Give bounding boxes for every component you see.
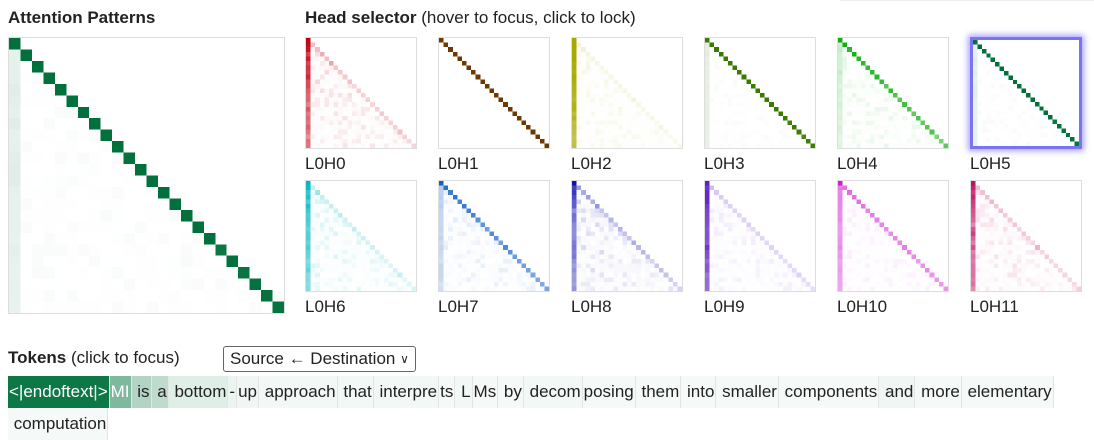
token[interactable]: smaller bbox=[716, 376, 779, 408]
head-thumbnail-l0h5[interactable] bbox=[970, 37, 1082, 149]
token[interactable]: that bbox=[337, 376, 374, 408]
head-thumbnail-l0h9[interactable] bbox=[704, 180, 816, 292]
head-label: L0H0 bbox=[305, 154, 346, 173]
token[interactable]: interpre bbox=[373, 376, 440, 408]
direction-select[interactable]: Source ← Destination ∨ bbox=[223, 346, 416, 372]
token-list: <|endoftext|>MI is a bottom-up approach … bbox=[8, 376, 1094, 440]
chevron-down-icon: ∨ bbox=[400, 352, 409, 366]
head-label: L0H4 bbox=[837, 154, 878, 173]
head-thumbnail-l0h8[interactable] bbox=[571, 180, 683, 292]
token[interactable]: up bbox=[237, 376, 260, 408]
token[interactable]: MI bbox=[109, 376, 132, 408]
token[interactable]: decom bbox=[523, 376, 583, 408]
head-label: L0H6 bbox=[305, 297, 346, 316]
head-thumbnail-l0h11[interactable] bbox=[970, 180, 1082, 292]
token[interactable]: by bbox=[498, 376, 524, 408]
token[interactable]: Ms bbox=[472, 376, 499, 408]
token[interactable]: elementary bbox=[961, 376, 1054, 408]
head-selector-title: Head selector (hover to focus, click to … bbox=[305, 8, 636, 27]
token[interactable]: a bbox=[151, 376, 169, 408]
main-title: Attention Patterns bbox=[8, 8, 156, 27]
head-thumbnail-l0h1[interactable] bbox=[438, 37, 550, 149]
attention-pattern-main[interactable] bbox=[8, 37, 285, 314]
head-label: L0H10 bbox=[837, 297, 888, 316]
token[interactable]: - bbox=[228, 376, 238, 408]
token[interactable]: L bbox=[455, 376, 473, 408]
head-thumbnail-l0h2[interactable] bbox=[571, 37, 683, 149]
head-thumbnail-l0h7[interactable] bbox=[438, 180, 550, 292]
token[interactable]: components bbox=[778, 376, 880, 408]
token[interactable]: approach bbox=[259, 376, 338, 408]
head-label: L0H3 bbox=[704, 154, 745, 173]
head-label: L0H5 bbox=[970, 154, 1011, 173]
head-label: L0H11 bbox=[970, 297, 1019, 316]
token[interactable]: bottom bbox=[168, 376, 229, 408]
token[interactable]: posing bbox=[582, 376, 636, 408]
token[interactable]: computation bbox=[8, 408, 109, 440]
head-thumbnail-l0h6[interactable] bbox=[305, 180, 417, 292]
head-label: L0H8 bbox=[571, 297, 612, 316]
head-thumbnail-l0h4[interactable] bbox=[837, 37, 949, 149]
head-thumbnail-l0h3[interactable] bbox=[704, 37, 816, 149]
head-thumbnail-l0h10[interactable] bbox=[837, 180, 949, 292]
token[interactable]: <|endoftext|> bbox=[8, 376, 110, 408]
head-label: L0H1 bbox=[438, 154, 479, 173]
token[interactable]: them bbox=[635, 376, 682, 408]
token[interactable]: into bbox=[681, 376, 717, 408]
divider bbox=[840, 0, 1094, 1]
head-label: L0H7 bbox=[438, 297, 479, 316]
tokens-title: Tokens (click to focus) bbox=[8, 348, 180, 367]
head-label: L0H2 bbox=[571, 154, 612, 173]
head-label: L0H9 bbox=[704, 297, 745, 316]
token[interactable]: more bbox=[915, 376, 962, 408]
token[interactable]: is bbox=[131, 376, 152, 408]
token[interactable]: ts bbox=[439, 376, 456, 408]
token[interactable]: and bbox=[879, 376, 916, 408]
head-thumbnail-l0h0[interactable] bbox=[305, 37, 417, 149]
